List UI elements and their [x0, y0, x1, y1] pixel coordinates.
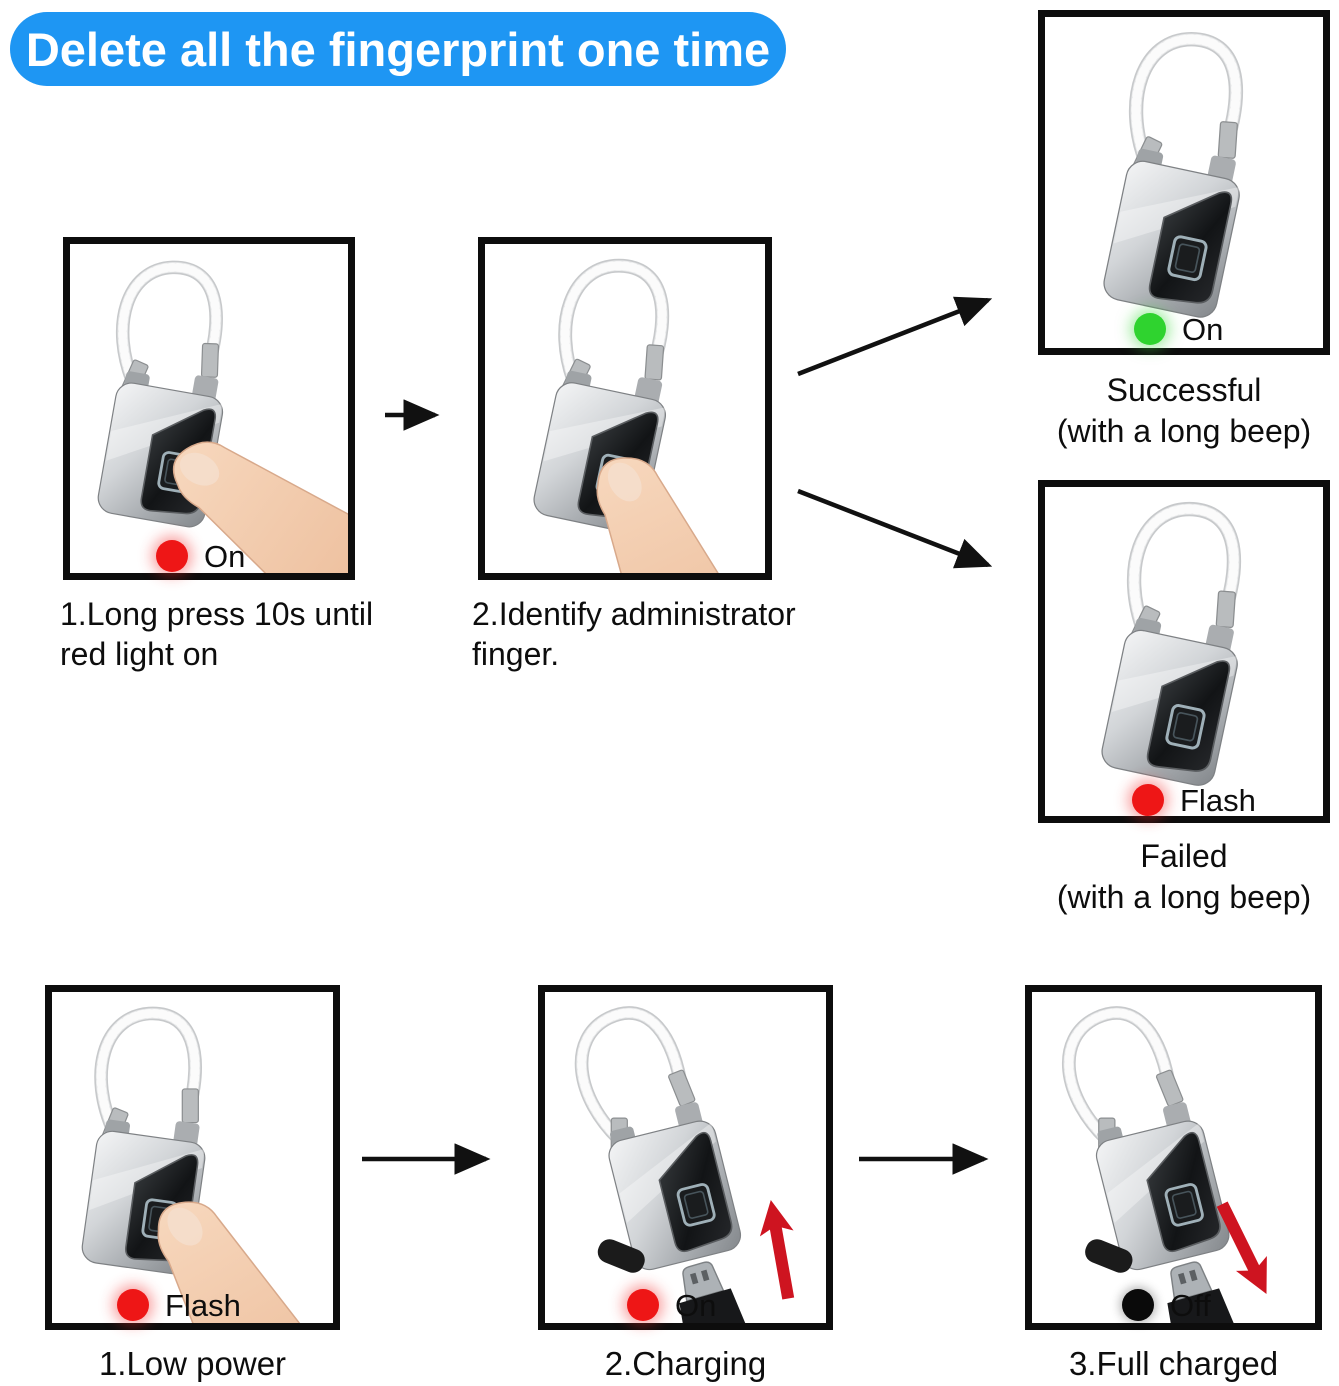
status-led [627, 1289, 659, 1321]
padlock-press-illustration [52, 992, 333, 1323]
banner-label: Delete all the fingerprint one time [25, 22, 771, 76]
step1-caption-line2: red light on [60, 636, 219, 672]
banner: Delete all the fingerprint one time [10, 12, 786, 86]
success-caption-line1: Successful [1106, 372, 1262, 408]
failed-led-row: Flash [1132, 784, 1256, 816]
status-led-label: On [1182, 311, 1224, 347]
padlock-icon [1057, 999, 1232, 1275]
low-power-image-box: Flash [45, 985, 340, 1330]
usb-port-flap [1085, 1239, 1133, 1273]
status-led-label: Flash [165, 1287, 241, 1323]
charging-caption: 2.Charging [604, 1345, 767, 1382]
usb-port-flap [597, 1239, 645, 1273]
charging-image-box: On [538, 985, 833, 1330]
status-led-label: On [204, 538, 246, 574]
success-led-row: On [1134, 313, 1223, 345]
arrow-to-success-icon [797, 296, 993, 377]
status-led [1132, 784, 1164, 816]
padlock-icon [1093, 499, 1267, 788]
success-caption-line2: (with a long beep) [1056, 413, 1312, 449]
status-led [117, 1289, 149, 1321]
status-led-label: Off [1170, 1287, 1211, 1323]
step2-caption-line2: finger. [472, 636, 560, 672]
status-led [156, 540, 188, 572]
success-image-box: On [1038, 10, 1330, 355]
padlock-illustration [1045, 17, 1323, 348]
low-power-caption: 1.Low power [98, 1345, 287, 1382]
failed-caption: Failed (with a long beep) [1034, 836, 1334, 918]
full-charged-caption: 3.Full charged [1068, 1345, 1279, 1382]
failed-caption-line2: (with a long beep) [1056, 879, 1312, 915]
success-caption: Successful (with a long beep) [1034, 370, 1334, 452]
arrow-step1-to-step2-icon [385, 399, 440, 431]
step1-led-row: On [156, 540, 245, 572]
padlock-press-illustration [70, 244, 348, 573]
failed-image-box: Flash [1038, 480, 1330, 823]
status-led-label: Flash [1180, 782, 1256, 818]
status-led-label: On [675, 1287, 717, 1323]
step2-caption: 2.Identify administrator finger. [472, 594, 842, 674]
step1-image-box: On [63, 237, 355, 580]
charging-led-row: On [627, 1289, 716, 1321]
padlock-icon [570, 999, 744, 1275]
red-arrow-up-icon [754, 1197, 806, 1302]
step2-caption-line1: 2.Identify administrator [472, 596, 796, 632]
failed-caption-line1: Failed [1140, 838, 1228, 874]
status-led [1134, 313, 1166, 345]
arrow-to-failed-icon [797, 488, 993, 569]
padlock-icon [1095, 29, 1269, 320]
arrow-charging-to-full-icon [859, 1143, 989, 1175]
full-charged-image-box: Off [1025, 985, 1322, 1330]
padlock-charging-illustration [545, 992, 826, 1323]
padlock-press-illustration [512, 244, 765, 573]
step2-image-box [478, 237, 772, 580]
status-led [1122, 1289, 1154, 1321]
step1-caption: 1.Long press 10s until red light on [60, 594, 430, 674]
padlock-illustration [1045, 487, 1323, 816]
low-power-led-row: Flash [117, 1289, 241, 1321]
padlock-charged-illustration [1032, 992, 1315, 1323]
full-charged-led-row: Off [1122, 1289, 1211, 1321]
step1-caption-line1: 1.Long press 10s until [60, 596, 374, 632]
arrow-low-to-charging-icon [362, 1143, 491, 1175]
